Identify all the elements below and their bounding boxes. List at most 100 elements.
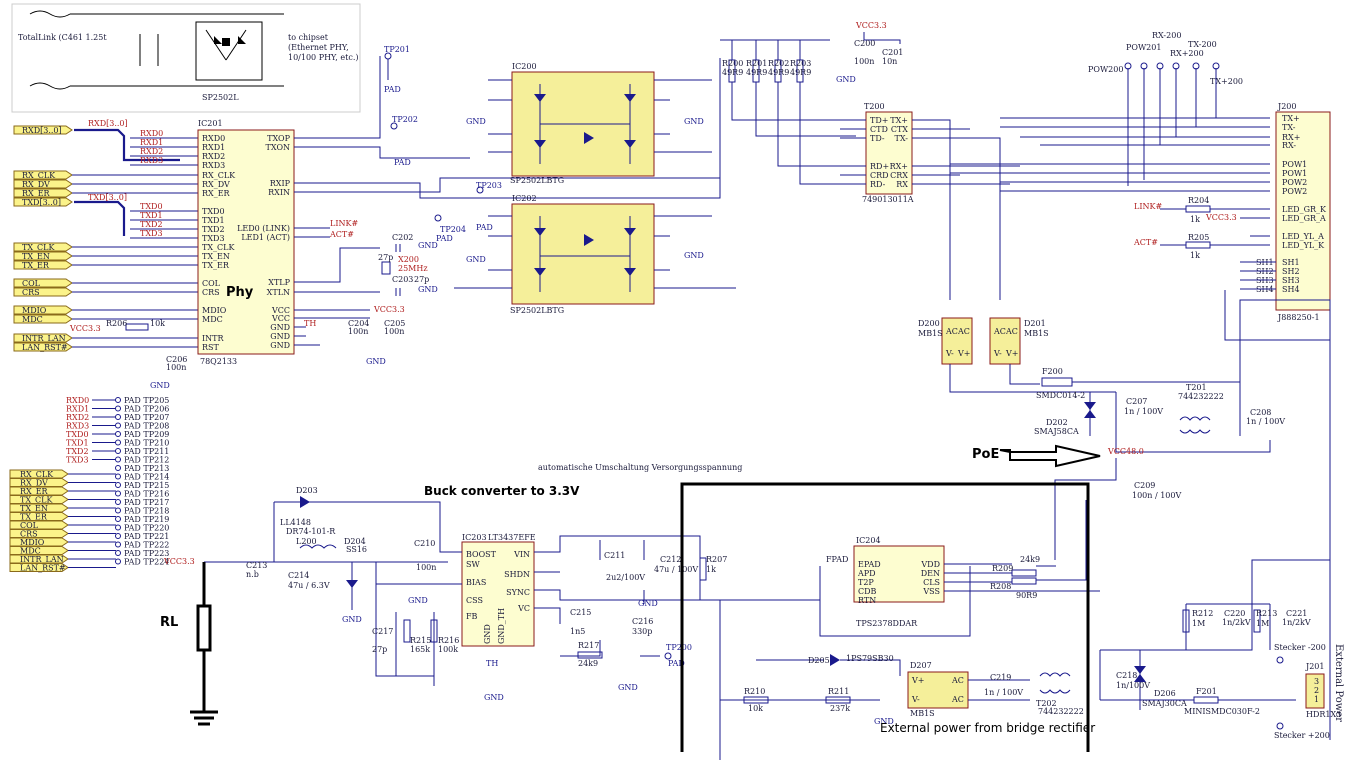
c221-ref: C221	[1286, 609, 1307, 618]
c201-val: 10n	[882, 57, 897, 66]
j200-pin: LED_YL_A	[1282, 232, 1324, 241]
test-pad-label: PAD TP213	[124, 464, 169, 473]
d203-part: LL4148	[280, 518, 311, 527]
port-rxd-3-0-: RXD[3..0]	[13, 125, 73, 135]
auto-switch-annotation: automatische Umschaltung Versorgungsspan…	[538, 463, 742, 472]
x200-ref: X200	[398, 255, 419, 264]
ic201-pin-right: TXOP	[267, 134, 290, 143]
gnd-phy: GND	[366, 357, 386, 366]
test-port-label: CRS	[20, 530, 38, 539]
stecker-minus: Stecker -200	[1274, 643, 1326, 652]
d200-ref: D200	[918, 319, 940, 328]
bus-rxd2: RXD2	[140, 147, 163, 156]
ic201-pin-left: TX_EN	[202, 252, 230, 261]
buck-converter: Buck converter to 3.3V automatische Umsc…	[163, 463, 742, 760]
ic201-pin-left: MDC	[202, 315, 223, 324]
tp200: TP200	[666, 643, 692, 652]
ic204-pin-right: VSS	[922, 587, 940, 596]
test-port: RX_DV	[9, 478, 116, 488]
tp203: TP203	[476, 181, 502, 190]
rl-annotation: RL	[160, 615, 178, 630]
c209-ref: C209	[1134, 481, 1155, 490]
rxd-bus: RXD[3..0] RXD0 RXD1 RXD2 RXD3	[74, 119, 198, 166]
t200-pin-left: TD+	[870, 116, 888, 125]
l200-ref: L200	[296, 537, 317, 546]
auto-switch-frame	[680, 482, 1090, 752]
tp202: TP202	[392, 115, 418, 124]
port-col: COL	[13, 278, 198, 288]
bus-txd2: TXD2	[140, 220, 163, 229]
port-label: RXD[3..0]	[22, 126, 62, 135]
c213-ref: C213	[246, 561, 267, 570]
vcc33-top: VCC3.3	[855, 21, 887, 30]
inset-part: SP2502L	[202, 93, 239, 102]
test-net-label: RXD3	[66, 422, 89, 431]
test-pad-label: PAD TP214	[124, 473, 169, 482]
c207-val: 1n / 100V	[1124, 407, 1163, 416]
probe-pow200: POW200	[1088, 65, 1123, 74]
ic201-pin-left: RX_CLK	[202, 171, 236, 180]
tp204: TP204	[440, 225, 466, 234]
test-port: MDC	[9, 546, 116, 556]
led-nets: LINK# R204 1k VCC3.3 ACT# R205 1k	[1133, 196, 1270, 260]
r216-val: 100k	[438, 645, 458, 654]
ic204-ref: IC204	[856, 536, 881, 545]
r208-val: 90R9	[1016, 591, 1037, 600]
port-label: TX_CLK	[22, 243, 55, 252]
c202-ref: C202	[392, 233, 413, 242]
c215-ref: C215	[570, 608, 591, 617]
inset-right-label-3: 10/100 PHY, etc.)	[288, 53, 358, 62]
ic201-pin-right: GND	[270, 332, 290, 341]
j200-pin: SH1	[1282, 258, 1300, 267]
link-net: LINK#	[330, 219, 358, 228]
c205-ref: C205	[384, 319, 405, 328]
f200-ref: F200	[1042, 367, 1063, 376]
probe-tx-200: TX-200	[1188, 40, 1217, 49]
j200-pin: LED_GR_K	[1282, 205, 1327, 214]
test-net-label: TXD2	[66, 447, 89, 456]
j200-pin: TX-	[1282, 123, 1296, 132]
c220-ref: C220	[1224, 609, 1245, 618]
j200-pin: RX-	[1282, 141, 1296, 150]
port-label: TX_ER	[22, 261, 50, 270]
probe-pow201: POW201	[1126, 43, 1161, 52]
c208-ref: C208	[1250, 408, 1271, 417]
d200-ac2: AC	[957, 327, 970, 336]
external-power: R210 10k R211 237k D205 1PS79SB30 D207 M…	[720, 559, 1344, 740]
test-pad-label: PAD TP219	[124, 515, 169, 524]
d200-vm: V-	[945, 349, 954, 358]
ic201-pin-left: RX_ER	[202, 189, 231, 198]
port-tx-er: TX_ER	[13, 260, 198, 270]
ic201-pin-left: INTR	[202, 334, 224, 343]
j200-pin: POW2	[1282, 187, 1307, 196]
ic201-part: 78Q2133	[200, 357, 237, 366]
c200-ref: C200	[854, 39, 875, 48]
d201-vp: V+	[1005, 349, 1018, 358]
d207-ref: D207	[910, 661, 932, 670]
gnd-c216: GND	[618, 683, 638, 692]
r216-ref: R216	[438, 636, 459, 645]
resistor-bank: R200 49R9 R201 49R9 R202 49R9 R203 49R9 …	[720, 21, 903, 185]
j200-pin: RX+	[1282, 133, 1300, 142]
act-led: ACT#	[1133, 238, 1158, 247]
gnd-ic202-r: GND	[684, 251, 704, 260]
c211-val: 2u2/100V	[606, 573, 645, 582]
gnd-ext: GND	[874, 717, 894, 726]
ic203-th: TH	[486, 659, 498, 668]
c219-val: 1n / 100V	[984, 688, 1023, 697]
j200-pin: SH2	[1282, 267, 1300, 276]
c203-ref: C203	[392, 275, 413, 284]
ic202-part: SP2502LBTG	[510, 306, 564, 315]
ic201-pin-left: CRS	[202, 288, 220, 297]
phy-annotation: Phy	[226, 285, 254, 300]
poe-section: F200 SMDC014-2 D202 SMAJ58CA C207 1n / 1…	[972, 290, 1331, 740]
bus-txd-label: TXD[3..0]	[88, 193, 127, 202]
test-pad-label: PAD TP210	[124, 439, 169, 448]
d201-ref: D201	[1024, 319, 1046, 328]
ic204-pin-right: VDD	[920, 560, 940, 569]
r200-val: 49R9	[722, 68, 743, 77]
rl-load: RL	[160, 562, 218, 726]
test-net-label: TXD3	[66, 456, 89, 465]
test-port: COL	[9, 520, 116, 530]
